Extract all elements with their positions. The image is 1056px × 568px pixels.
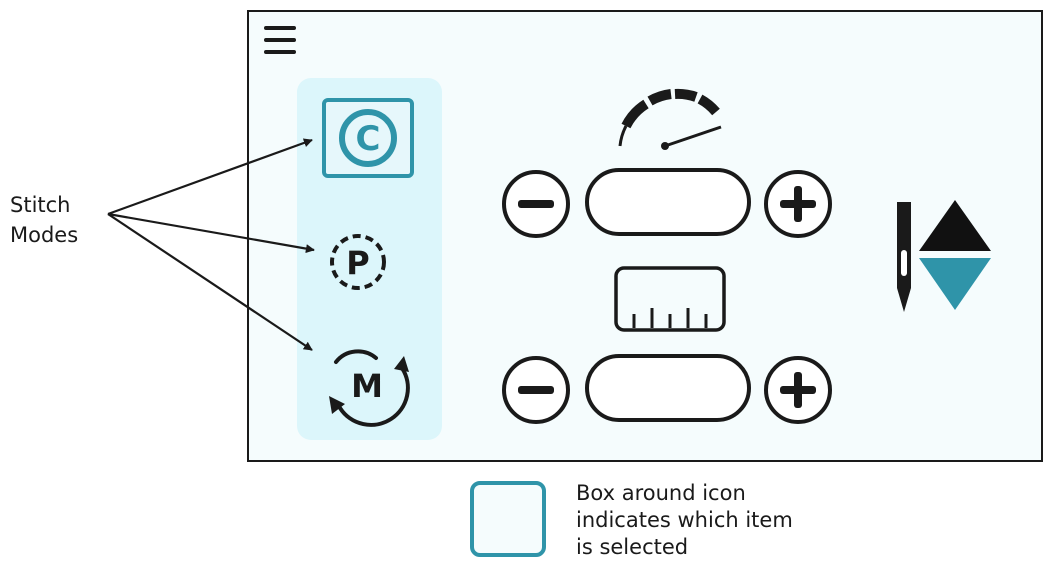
- stitch-mode-m-button[interactable]: M: [329, 349, 410, 427]
- m-mode-letter: M: [351, 367, 383, 405]
- c-mode-icon: [339, 109, 397, 167]
- arrow-to-c-mode: [107, 138, 313, 216]
- ruler-icon: [614, 266, 726, 332]
- needle-icon: [897, 202, 911, 312]
- legend-description: Box around icon indicates which item is …: [576, 480, 876, 561]
- legend-line-1: Box around icon: [576, 481, 746, 505]
- speed-value-field[interactable]: [585, 168, 751, 236]
- length-value-field[interactable]: [585, 354, 751, 422]
- triangle-up-icon: [919, 200, 991, 251]
- cycle-arrows-icon: [334, 349, 410, 427]
- c-mode-letter: C: [356, 119, 381, 159]
- p-mode-icon: [330, 234, 386, 290]
- callout-line-1: Stitch: [10, 193, 71, 217]
- speed-decrease-button[interactable]: [502, 170, 570, 238]
- triangle-down-icon: [919, 258, 991, 310]
- speed-gauge-icon: [618, 88, 722, 150]
- legend-line-3: is selected: [576, 535, 689, 559]
- stitch-mode-p-button[interactable]: P: [330, 234, 386, 290]
- callout-arrows: [107, 138, 315, 351]
- p-mode-letter: P: [346, 244, 369, 282]
- legend-selected-box-sample: [470, 481, 546, 557]
- menu-icon[interactable]: [264, 26, 296, 54]
- arrow-to-m-mode: [107, 213, 313, 351]
- stitch-modes-callout: Stitch Modes: [10, 190, 120, 250]
- callout-line-2: Modes: [10, 223, 79, 247]
- arrow-to-p-mode: [107, 212, 315, 254]
- stitch-mode-c-button[interactable]: C: [322, 98, 414, 178]
- legend-line-2: indicates which item: [576, 508, 793, 532]
- selected-box: [322, 98, 414, 178]
- length-decrease-button[interactable]: [502, 356, 570, 424]
- needle-up-button[interactable]: [919, 200, 991, 251]
- needle-down-button[interactable]: [919, 258, 991, 310]
- length-increase-button[interactable]: [764, 356, 832, 424]
- speed-increase-button[interactable]: [764, 170, 832, 238]
